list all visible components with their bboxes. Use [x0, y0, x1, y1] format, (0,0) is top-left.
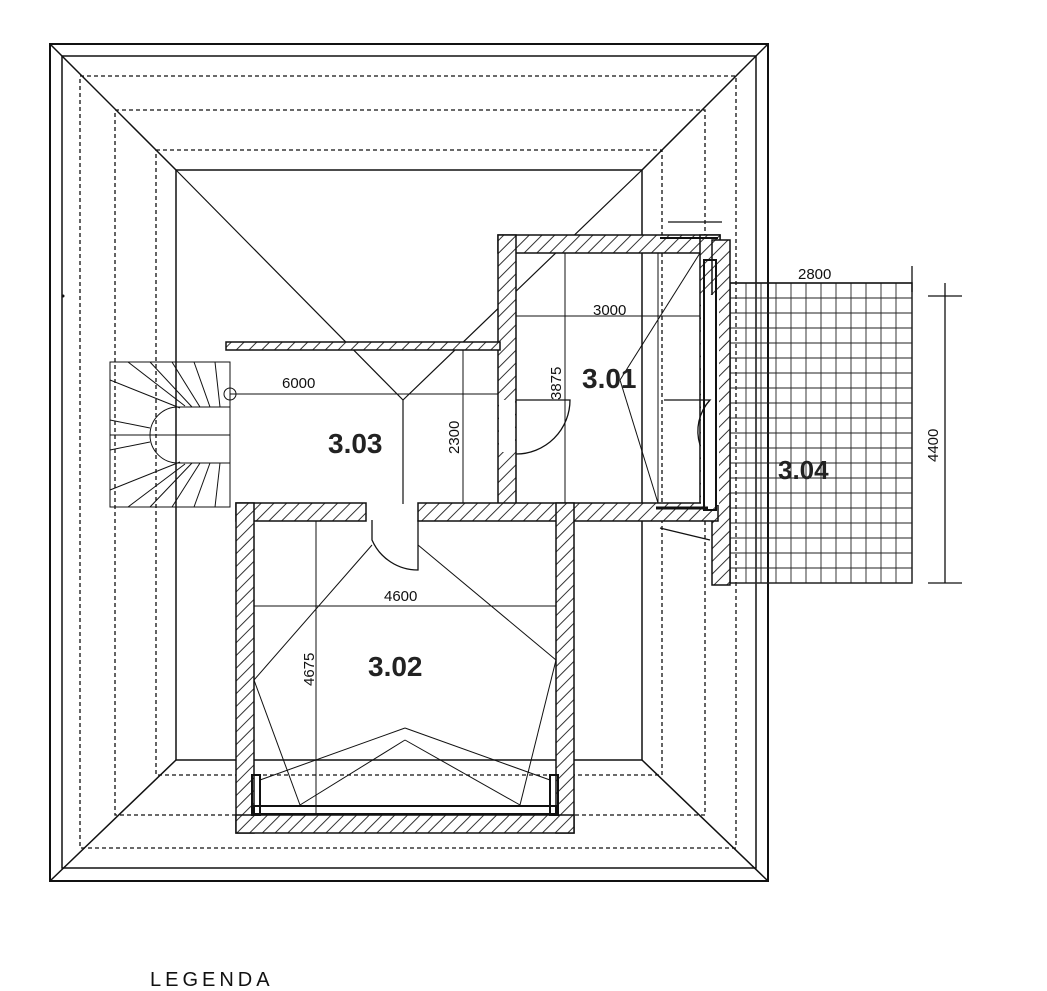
staircase — [109, 361, 237, 508]
room-label-3-04: 3.04 — [778, 455, 829, 485]
stray-mark — [61, 294, 65, 298]
dimension-lines — [730, 266, 962, 584]
roof-outline — [49, 43, 769, 882]
dimension-4400: 4400 — [925, 429, 942, 462]
dimension-6000: 6000 — [282, 375, 315, 392]
roof-eave-dashed-lines — [79, 75, 737, 849]
legend-title: LEGENDA — [150, 969, 274, 991]
wall-openings — [255, 295, 719, 814]
dimension-4600: 4600 — [384, 588, 417, 605]
balcony-grid — [729, 282, 913, 584]
dimension-4675: 4675 — [301, 653, 318, 686]
room-label-3-03: 3.03 — [328, 428, 383, 459]
room-label-3-01: 3.01 — [582, 363, 637, 394]
room-guide-lines — [230, 252, 701, 815]
dimension-3875: 3875 — [548, 367, 565, 400]
room-label-3-02: 3.02 — [368, 651, 423, 682]
window-frames — [251, 237, 718, 816]
dimension-3000: 3000 — [593, 302, 626, 319]
door-swings — [371, 221, 722, 571]
dimension-2800: 2800 — [798, 266, 831, 283]
dimension-2300: 2300 — [446, 421, 463, 454]
